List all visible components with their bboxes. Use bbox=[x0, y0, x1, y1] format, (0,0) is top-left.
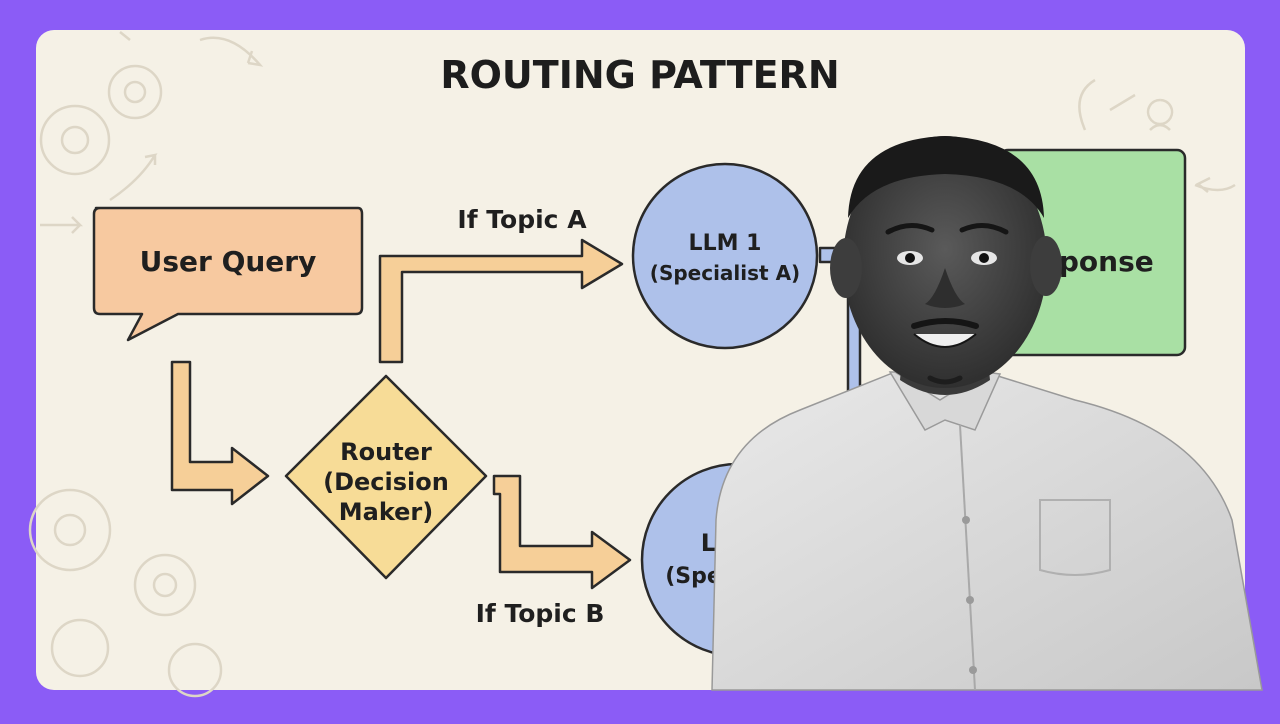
presenter-photo bbox=[711, 136, 1263, 691]
user-query-label: User Query bbox=[140, 245, 317, 278]
arrow-router-to-llm2 bbox=[492, 474, 632, 590]
node-user-query: User Query bbox=[92, 206, 364, 342]
router-label-line3: Maker) bbox=[339, 498, 433, 526]
llm1-label-line2: (Specialist A) bbox=[650, 261, 800, 285]
arrow-router-to-llm1 bbox=[378, 238, 624, 364]
router-label-line2: (Decision bbox=[323, 468, 449, 496]
router-label-line1: Router bbox=[340, 438, 432, 466]
node-router: Router (Decision Maker) bbox=[284, 374, 488, 580]
node-llm1: LLM 1 (Specialist A) bbox=[631, 162, 819, 350]
background-gears-icon bbox=[28, 31, 1236, 698]
diagram-title: ROUTING PATTERN bbox=[440, 53, 839, 97]
arrow-query-to-router bbox=[170, 360, 270, 506]
llm1-label-line1: LLM 1 bbox=[689, 231, 762, 256]
edge-label-topic-b: If Topic B bbox=[476, 599, 605, 628]
edge-label-topic-a: If Topic A bbox=[457, 205, 587, 234]
